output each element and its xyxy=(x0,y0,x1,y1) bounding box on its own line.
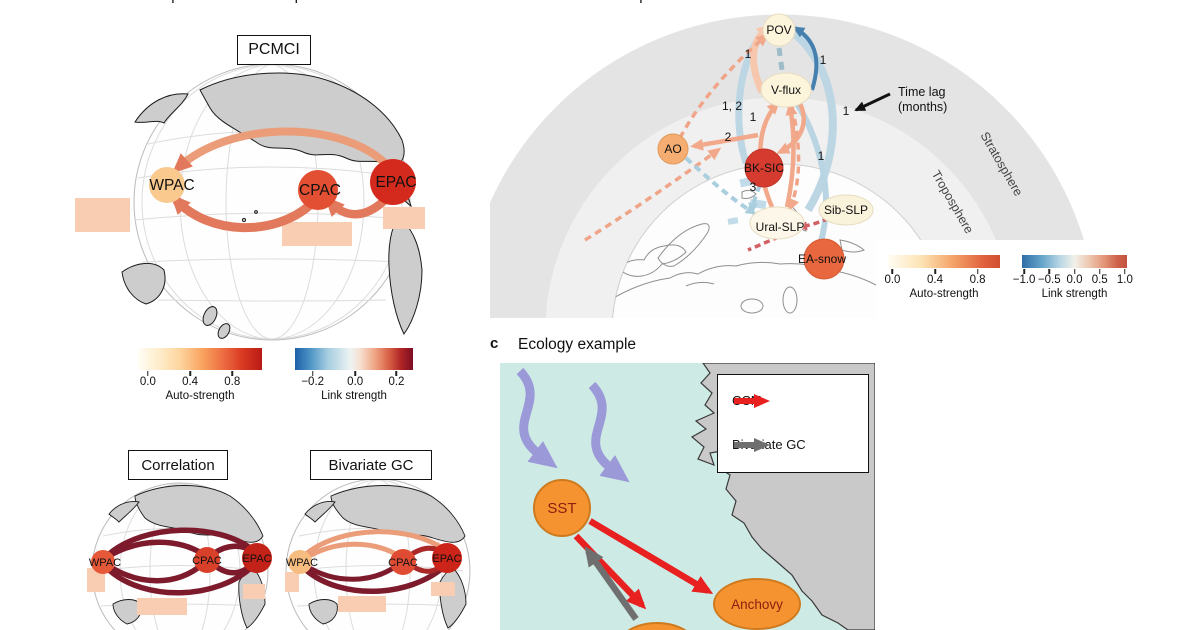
auto-strength-gradient xyxy=(138,348,262,370)
tick: 0.8 xyxy=(969,274,986,286)
panel-a-letter: a xyxy=(131,0,139,4)
cpac-label-gc: CPAC xyxy=(388,557,418,569)
gc-arrow-sardine-sst xyxy=(584,546,639,621)
panel-b-heading-text: Arctic climate example xyxy=(509,0,659,4)
tick: 0.4 xyxy=(182,376,199,388)
panel-c-letter: c xyxy=(490,335,499,352)
tick: 0.0 xyxy=(139,376,156,388)
wpac-label-gc: WPAC xyxy=(286,557,318,569)
tick: 0.8 xyxy=(224,376,241,388)
lag-bk-right: 1 xyxy=(818,149,825,163)
timelag-caption-1: Time lag xyxy=(898,85,946,99)
bivariate-gc-label-box: Bivariate GC xyxy=(310,450,432,480)
bksic-label: BK-SIC xyxy=(744,161,784,175)
bivariate-gc-globe: WPAC CPAC EPAC xyxy=(285,478,471,630)
epac-label: EPAC xyxy=(375,174,416,191)
tick: 0.5 xyxy=(1091,274,1108,286)
auto-strength-colorbar-b: 0.0 0.4 0.8 Auto-strength xyxy=(884,255,1000,300)
cpac-label-corr: CPAC xyxy=(192,555,222,567)
epac-label-gc: EPAC xyxy=(432,553,461,565)
lag-ao-in: 2 xyxy=(725,130,732,144)
ao-label: AO xyxy=(664,142,681,156)
climate-nodes xyxy=(149,159,416,210)
sibslp-label: Sib-SLP xyxy=(824,203,868,217)
ccm-arrow-icon xyxy=(734,393,770,408)
anchovy-label: Anchovy xyxy=(731,597,783,612)
wpac-label: WPAC xyxy=(149,177,194,194)
regression-patches xyxy=(75,198,425,246)
link-strength-caption-b: Link strength xyxy=(1041,288,1108,300)
sardine-node-clipped xyxy=(627,622,687,630)
panel-b-heading: b Arctic climate example xyxy=(490,0,730,6)
troposphere-band xyxy=(545,97,1015,318)
link-strength-gradient-b xyxy=(1022,255,1127,268)
wind-arrows xyxy=(516,367,630,483)
auto-strength-colorbar-a: 0.0 0.4 0.8 Auto-strength xyxy=(138,348,262,402)
lag-vflux: 1 xyxy=(750,110,757,124)
auto-strength-caption-b: Auto-strength xyxy=(909,288,979,300)
tick: 0.0 xyxy=(1066,274,1083,286)
wpac-label-corr: WPAC xyxy=(89,557,121,569)
link-strength-colorbar-b: −1.0 −0.5 0.0 0.5 1.0 Link strength xyxy=(1013,255,1133,300)
lag-labels: 1 1 1, 2 1 2 1 1 3 xyxy=(722,47,850,194)
link-strength-gradient xyxy=(295,348,413,370)
tick: −1.0 xyxy=(1012,274,1036,286)
bivariate-links xyxy=(304,529,447,595)
ecology-map: SST Anchovy CCM Bivariate GC xyxy=(500,363,875,630)
tick: 1.0 xyxy=(1116,274,1133,286)
lag-pov-in: 1 xyxy=(820,53,827,67)
link-strength-colorbar-a: −0.2 0.0 0.2 Link strength xyxy=(295,348,413,402)
causal-links xyxy=(170,127,391,233)
bivariate-gc-label: Bivariate GC xyxy=(328,456,414,474)
timelag-caption-2: (months) xyxy=(898,100,947,114)
epac-label-corr: EPAC xyxy=(242,553,271,565)
tick: 0.4 xyxy=(927,274,944,286)
arctic-colorbar-box: 0.0 0.4 0.8 Auto-strength −1.0 −0.5 0.0 … xyxy=(876,240,1138,318)
vflux-label: V-flux xyxy=(771,83,801,97)
uralslp-label: Ural-SLP xyxy=(756,220,805,234)
arctic-node-labels: POV V-flux AO BK-SIC Sib-SLP Ural-SLP EA… xyxy=(664,23,868,266)
tick: 0.0 xyxy=(347,376,364,388)
tick: 0.0 xyxy=(884,274,901,286)
panel-c-heading-text: Ecology example xyxy=(518,336,637,353)
correlation-globe: WPAC CPAC EPAC xyxy=(87,482,272,630)
stratosphere-band xyxy=(490,14,1098,318)
arctic-links xyxy=(584,24,839,252)
ccm-arrow-sst-anchovy xyxy=(588,518,714,595)
arctic-nodes xyxy=(657,13,874,280)
correlation-links xyxy=(107,527,256,596)
easnow-label: EA-snow xyxy=(798,252,846,266)
node-labels: WPAC CPAC EPAC xyxy=(149,174,416,199)
arctic-diagram: POV V-flux AO BK-SIC Sib-SLP Ural-SLP EA… xyxy=(490,13,1098,318)
timelag-pointer-arrow xyxy=(854,92,891,112)
lag-ao-pov: 1 xyxy=(745,47,752,61)
pov-label: POV xyxy=(766,23,791,37)
legend-row-ccm: CCM xyxy=(732,393,770,408)
auto-strength-gradient-b xyxy=(888,255,1000,268)
sst-node xyxy=(533,479,591,537)
pcmci-label: PCMCI xyxy=(248,41,300,58)
anchovy-node xyxy=(713,578,801,630)
pcmci-globe: WPAC CPAC EPAC xyxy=(75,63,425,341)
tick: −0.5 xyxy=(1037,274,1061,286)
sst-label: SST xyxy=(547,500,576,517)
legend-row-gc: Bivariate GC xyxy=(732,437,806,452)
lag-bk-down: 3 xyxy=(750,180,757,194)
tick: 0.2 xyxy=(388,376,405,388)
lag-strato-arc: 1 xyxy=(843,104,850,118)
panel-b-letter: b xyxy=(490,0,499,4)
auto-strength-caption: Auto-strength xyxy=(165,390,235,402)
panel-a-heading-text: Tropical climate example xyxy=(149,0,314,4)
tick: −0.2 xyxy=(301,376,325,388)
link-strength-caption: Link strength xyxy=(321,390,387,402)
gc-arrow-icon xyxy=(734,437,770,452)
pcmci-label-box: PCMCI xyxy=(237,35,311,65)
panel-a-heading: a Tropical climate example xyxy=(131,0,371,6)
cpac-label: CPAC xyxy=(299,182,341,199)
ecology-legend: CCM Bivariate GC xyxy=(717,374,869,473)
lag-vflux-pair: 1, 2 xyxy=(722,99,742,113)
correlation-label-box: Correlation xyxy=(128,450,228,480)
correlation-label: Correlation xyxy=(141,456,215,474)
